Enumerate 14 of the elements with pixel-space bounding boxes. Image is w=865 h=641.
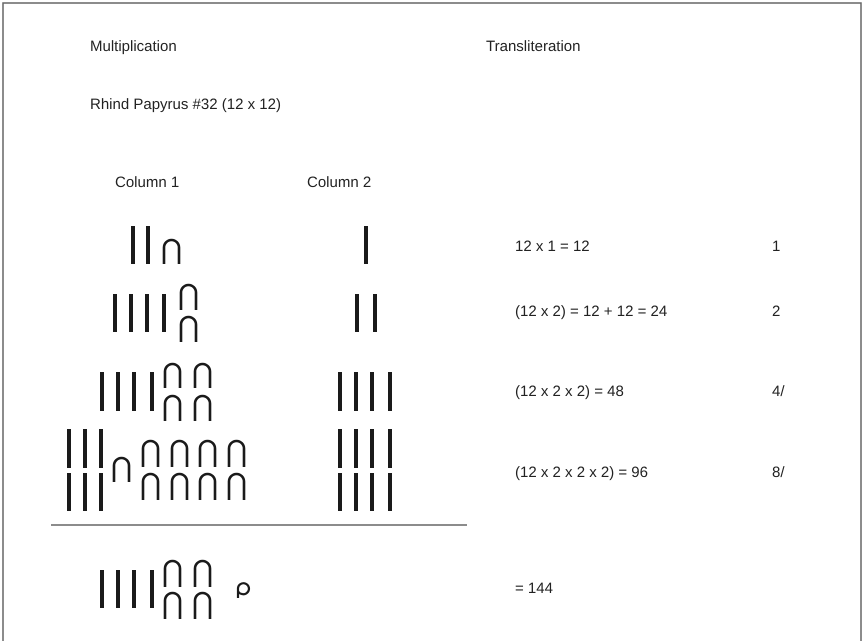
equation-text: (12 x 2 x 2) = 48: [515, 383, 624, 401]
column-heading: Multiplication: [90, 38, 177, 56]
multiplier-text: 1: [772, 238, 780, 256]
column-heading: Column 2: [307, 174, 372, 192]
equation-text: 12 x 1 = 12: [515, 238, 590, 256]
subtitle: Rhind Papyrus #32 (12 x 12): [90, 96, 281, 114]
column-heading: Transliteration: [486, 38, 580, 56]
result-text: = 144: [515, 580, 553, 598]
multiplier-text: 2: [772, 303, 780, 321]
column-heading: Column 1: [115, 174, 180, 192]
multiplier-text: 4/: [772, 383, 785, 401]
equation-text: (12 x 2 x 2 x 2) = 96: [515, 464, 648, 482]
multiplier-text: 8/: [772, 464, 785, 482]
equation-text: (12 x 2) = 12 + 12 = 24: [515, 303, 668, 321]
